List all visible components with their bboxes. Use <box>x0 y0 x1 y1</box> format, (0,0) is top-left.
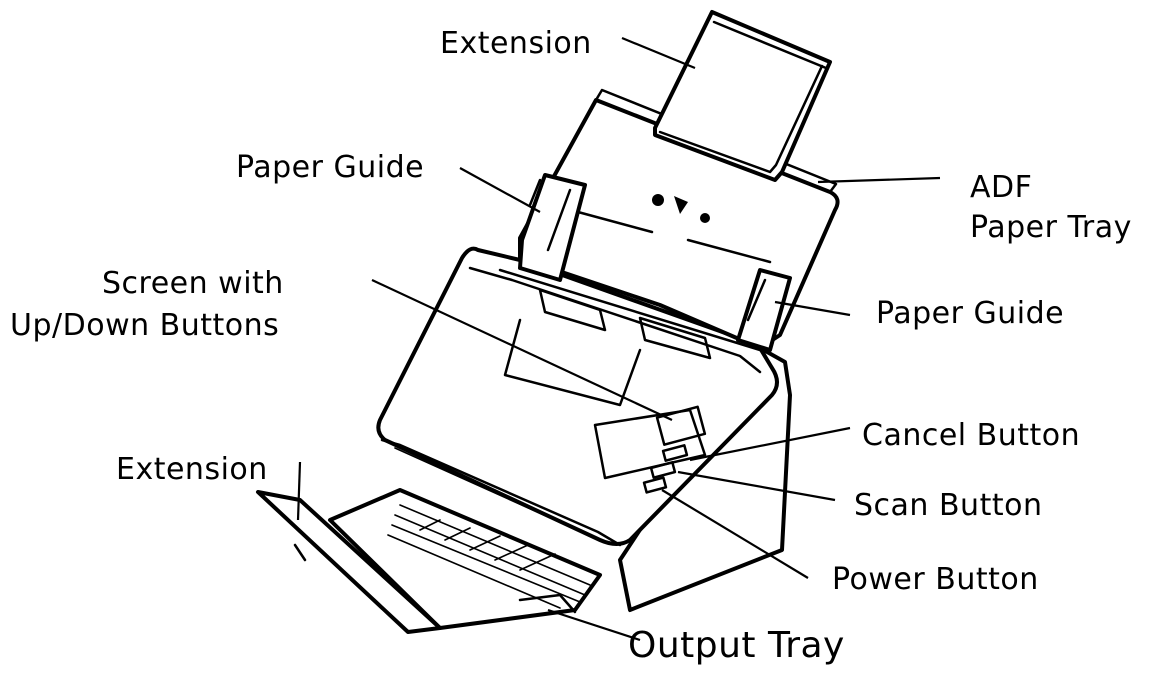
tray-line-1 <box>576 210 654 234</box>
label-extension-top: Extension <box>440 26 592 61</box>
front-lip-2 <box>394 447 596 539</box>
tray-mark-2 <box>674 196 688 214</box>
leader-power <box>661 489 809 579</box>
leader-scan <box>677 470 836 502</box>
leader-paper-guide-right <box>774 300 851 317</box>
tray-mark-3 <box>700 213 710 223</box>
paper-guide-right-detail <box>746 278 767 322</box>
cancel-btn-shape <box>661 444 689 462</box>
label-power-button: Power Button <box>832 562 1039 597</box>
extension-bottom-tab <box>293 543 307 562</box>
feed-flap <box>503 318 642 407</box>
leader-output-tray <box>547 608 641 642</box>
extension-top-inner2 <box>712 20 828 70</box>
label-paper-guide-right: Paper Guide <box>876 296 1065 331</box>
extension-bottom <box>256 490 442 634</box>
leader-cancel <box>689 426 851 462</box>
paper-guide-left-detail <box>528 178 572 252</box>
scanner-top-edge <box>468 266 762 374</box>
label-scan-button: Scan Button <box>854 488 1043 523</box>
leader-paper-guide-left <box>459 167 541 213</box>
leader-adf-tray <box>817 176 941 184</box>
tray-mark-1 <box>652 194 664 206</box>
leader-extension-top <box>621 36 696 70</box>
label-extension-bottom: Extension <box>116 452 268 487</box>
output-tray-lip <box>518 593 577 614</box>
paper-guide-right <box>736 268 792 352</box>
screen-panel <box>655 405 707 446</box>
label-output-tray: Output Tray <box>628 625 845 666</box>
label-adf-tray-line2: Paper Tray <box>970 210 1132 245</box>
paper-guide-left <box>518 173 587 282</box>
leader-extension-bottom <box>296 461 302 521</box>
scan-btn-shape <box>649 461 677 479</box>
label-cancel-button: Cancel Button <box>862 418 1081 453</box>
extension-top-inner <box>658 64 824 174</box>
front-panel <box>593 408 707 480</box>
output-tray-ribs <box>387 504 591 609</box>
label-screen-line1: Screen with <box>102 266 284 301</box>
feed-area <box>498 268 762 352</box>
front-lip <box>380 438 622 547</box>
label-screen-line2: Up/Down Buttons <box>10 308 280 343</box>
feed-slot-1 <box>538 288 607 332</box>
power-btn-shape <box>642 476 668 494</box>
leader-screen <box>371 279 673 421</box>
feed-slot-2 <box>638 316 712 360</box>
extension-top <box>653 10 832 182</box>
label-adf-tray-line1: ADF <box>970 170 1033 205</box>
tray-line-2 <box>686 238 772 264</box>
label-paper-guide-left: Paper Guide <box>236 150 425 185</box>
